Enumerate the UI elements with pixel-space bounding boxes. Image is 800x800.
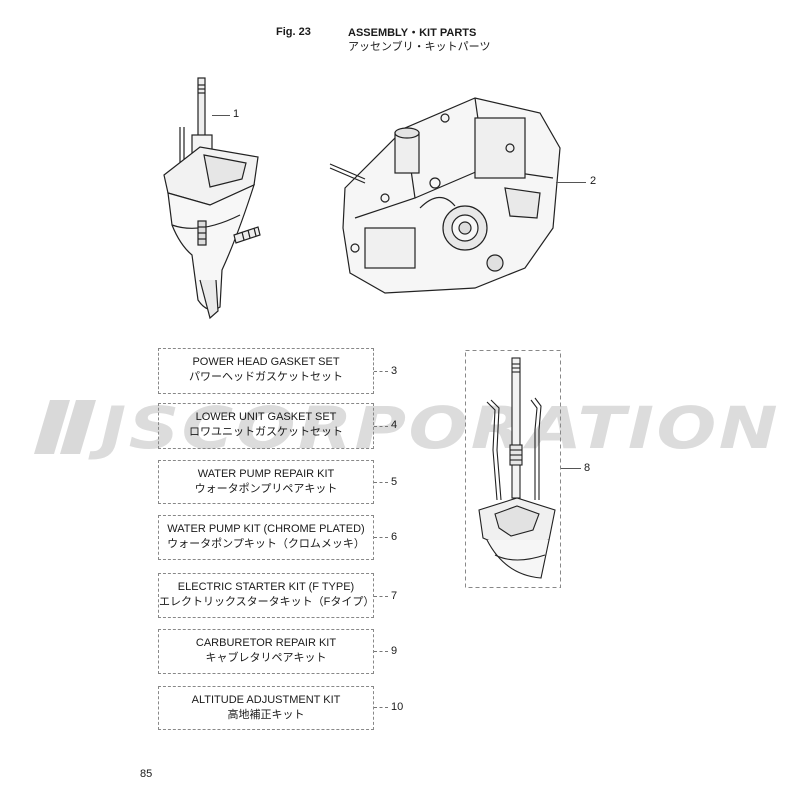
kit-leader-9 (374, 651, 388, 652)
kit-name-japanese: エレクトリックスタータキット（Fタイプ） (159, 596, 375, 608)
kit-leader-6 (374, 537, 388, 538)
callout-number-6: 6 (391, 531, 398, 543)
kit-box-electric-starter-kit: ELECTRIC STARTER KIT (F TYPE) エレクトリックスター… (158, 573, 374, 618)
kit-name-english: ALTITUDE ADJUSTMENT KIT (191, 694, 341, 706)
callout-number-3: 3 (391, 365, 398, 377)
page-number: 85 (140, 768, 153, 780)
watermark-stripe-1 (34, 400, 70, 454)
kit-name-japanese: 高地補正キット (227, 709, 305, 721)
watermark-stripe-2 (60, 400, 96, 454)
kit-name-english: POWER HEAD GASKET SET (192, 356, 340, 368)
kit-box-water-pump-kit-chrome: WATER PUMP KIT (CHROME PLATED) ウォータポンプキッ… (158, 515, 374, 560)
lower-unit-illustration (163, 77, 261, 320)
callout-leader-2 (556, 182, 586, 183)
callout-number-10: 10 (391, 701, 404, 713)
kit-name-english: CARBURETOR REPAIR KIT (195, 637, 337, 649)
title-english: ASSEMBLY・KIT PARTS (348, 27, 477, 39)
kit-box-lower-unit-gasket-set: LOWER UNIT GASKET SET ロワユニットガスケットセット (158, 403, 374, 449)
kit-name-english: WATER PUMP KIT (CHROME PLATED) (167, 523, 365, 535)
kit-name-japanese: ウォータポンプキット（クロムメッキ） (167, 538, 365, 550)
kit-box-power-head-gasket-set: POWER HEAD GASKET SET パワーヘッドガスケットセット (158, 348, 374, 394)
callout-number-9: 9 (391, 645, 398, 657)
kit-name-english: ELECTRIC STARTER KIT (F TYPE) (177, 581, 355, 593)
kit-leader-10 (374, 707, 388, 708)
drive-shaft-kit-illustration (465, 350, 561, 588)
kit-name-japanese: パワーヘッドガスケットセット (189, 371, 343, 383)
callout-leader-8 (561, 468, 581, 469)
kit-box-altitude-adjustment-kit: ALTITUDE ADJUSTMENT KIT 高地補正キット (158, 686, 374, 730)
page-title: ASSEMBLY・KIT PARTS アッセンブリ・キットパーツ (348, 26, 490, 54)
kit-box-water-pump-repair-kit: WATER PUMP REPAIR KIT ウォータポンプリペアキット (158, 460, 374, 504)
callout-number-8: 8 (584, 462, 591, 474)
callout-number-5: 5 (391, 476, 398, 488)
watermark-text: JSCORPORATION (88, 394, 780, 462)
callout-leader-1 (212, 115, 230, 116)
callout-number-4: 4 (391, 419, 398, 431)
watermark: JSCORPORATION (34, 394, 780, 462)
kit-name-english: WATER PUMP REPAIR KIT (197, 468, 335, 480)
kit-name-english: LOWER UNIT GASKET SET (195, 411, 337, 423)
kit-name-japanese: ロワユニットガスケットセット (189, 426, 343, 438)
kit-name-japanese: キャブレタリペアキット (205, 652, 327, 664)
callout-number-7: 7 (391, 590, 398, 602)
kit-box-carburetor-repair-kit: CARBURETOR REPAIR KIT キャブレタリペアキット (158, 629, 374, 674)
figure-label: Fig. 23 (276, 26, 311, 38)
callout-number-1: 1 (233, 108, 240, 120)
power-head-illustration (329, 97, 561, 294)
kit-leader-7 (374, 596, 388, 597)
kit-leader-4 (374, 426, 388, 427)
kit-name-japanese: ウォータポンプリペアキット (194, 483, 338, 495)
callout-number-2: 2 (590, 175, 597, 187)
title-japanese: アッセンブリ・キットパーツ (348, 41, 491, 53)
kit-leader-5 (374, 482, 388, 483)
kit-leader-3 (374, 371, 388, 372)
